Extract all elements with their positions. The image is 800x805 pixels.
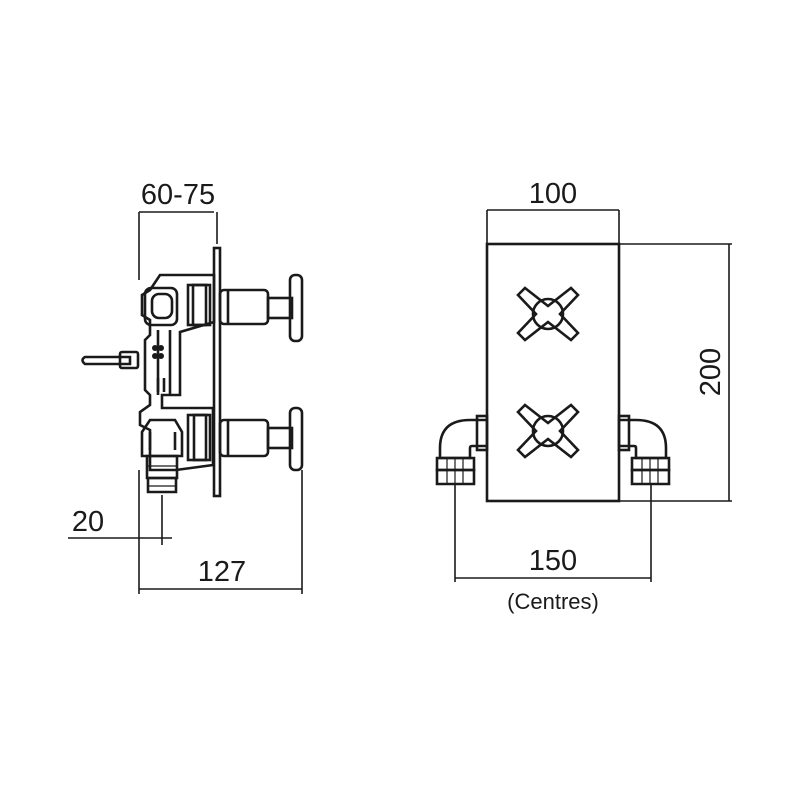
centres-note: (Centres) — [507, 589, 599, 614]
wall-plate-front — [485, 242, 621, 503]
front-view: 100 200 150 (Centres) — [435, 178, 732, 614]
dimension-wall-depth-label: 60-75 — [141, 179, 215, 211]
dimension-width-label: 100 — [529, 178, 577, 210]
dimension-centres: 150 (Centres) — [454, 484, 652, 614]
lower-handle-side — [218, 406, 304, 472]
dimension-offset: 20 — [68, 470, 172, 545]
dimension-centres-label: 150 — [529, 545, 577, 577]
dimension-offset-label: 20 — [72, 506, 104, 538]
dimension-width: 100 — [486, 178, 620, 244]
right-inlet-elbow — [617, 414, 671, 486]
lever-handle — [81, 350, 140, 370]
lower-cross-handle — [516, 403, 580, 459]
left-inlet-elbow — [435, 414, 489, 486]
dimension-wall-depth: 60-75 — [138, 179, 218, 280]
upper-handle-side — [218, 273, 304, 343]
wall-plate-side — [212, 246, 222, 498]
dimension-total-depth-label: 127 — [198, 556, 246, 588]
dimension-height: 200 — [619, 243, 732, 502]
upper-cross-handle — [516, 286, 580, 342]
outlet-fitting-side — [145, 454, 179, 494]
dimension-height-label: 200 — [695, 348, 727, 396]
side-view: 60-75 20 127 — [68, 179, 304, 594]
dimension-total-depth: 127 — [138, 470, 303, 594]
valve-body-side — [138, 273, 216, 472]
